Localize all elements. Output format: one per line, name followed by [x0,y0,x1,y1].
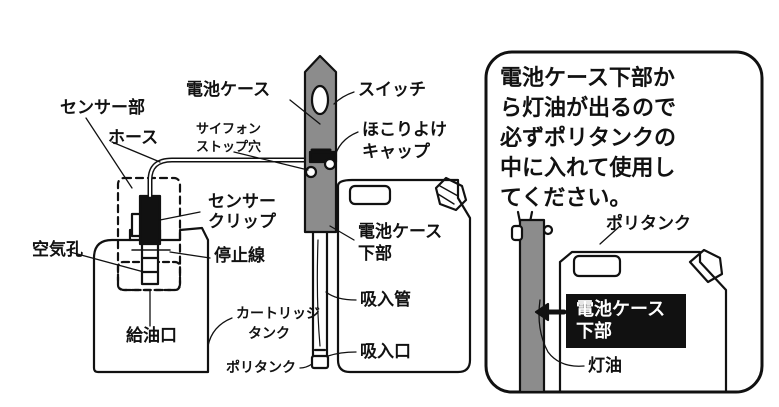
label-hose: ホース [108,128,159,148]
suction-port [310,354,330,370]
poly-tank-cap [434,176,468,212]
notice-line: 電池ケース下部か [500,66,675,91]
label-battery-case: 電池ケース [186,80,271,100]
kerosene-leak [538,299,585,367]
panel-poly-tank [558,250,728,394]
label-sensor-clip-2: クリップ [208,212,276,232]
label-siphon-stopper-1: サイフォン [196,122,262,137]
notice-line: 中に入れて使用し [500,156,676,181]
notice-line: ら灯油が出るので [500,96,677,121]
poly-tank-handle [348,184,392,206]
panel-battery-case-bottom-2: 下部 [576,321,612,342]
notice-line: てください。 [500,186,632,211]
battery-case [303,54,338,234]
label-dust-cap-2: キャップ [362,142,430,162]
siphon-stopper-hole [304,165,318,179]
label-cartridge-tank-2: タンク [248,326,290,342]
label-dust-cap-1: ほこりよけ [362,120,447,140]
panel-battery-case-bottom-1: 電池ケース [576,299,666,320]
switch-knob [310,84,330,116]
dust-cap [308,150,338,164]
notice-panel [484,50,764,394]
label-siphon-stopper-2: ストップ穴 [196,140,262,155]
panel-battery-case [518,218,546,394]
dust-cap-knob [323,157,337,171]
suction-pipe [311,220,329,360]
label-fuel-port: 給油口 [126,326,177,346]
notice-text: 電池ケース下部か ら灯油が出るので 必ずポリタンクの 中に入れて使用し てくださ… [500,64,750,214]
sensor-clip [130,212,142,238]
label-sensor-part: センサー部 [60,98,145,118]
notice-line: 必ずポリタンクの [500,126,677,151]
panel-poly-tank-cap [688,248,724,284]
label-stop-line: 停止線 [214,246,265,266]
panel-battery-case-bottom-tag: 電池ケース 下部 [566,294,686,348]
panel-label-poly-tank: ポリタンク [606,214,691,234]
panel-label-kerosene: 灯油 [588,356,622,376]
label-battery-case-bottom-2: 下部 [358,244,392,264]
label-poly-tank: ポリタンク [226,360,296,376]
label-sensor-clip-1: センサー [208,192,276,212]
label-suction-port: 吸入口 [360,342,411,362]
label-air-hole: 空気孔 [32,240,83,260]
label-switch: スイッチ [358,80,426,100]
label-suction-pipe: 吸入管 [360,290,411,310]
label-cartridge-tank-1: カートリッジ [236,306,320,322]
sensor-nozzle [140,242,160,286]
suction-pipe-inner [316,239,321,347]
poly-tank [336,178,472,374]
sensor-body [138,194,162,246]
label-battery-case-bottom-1: 電池ケース [358,222,443,242]
